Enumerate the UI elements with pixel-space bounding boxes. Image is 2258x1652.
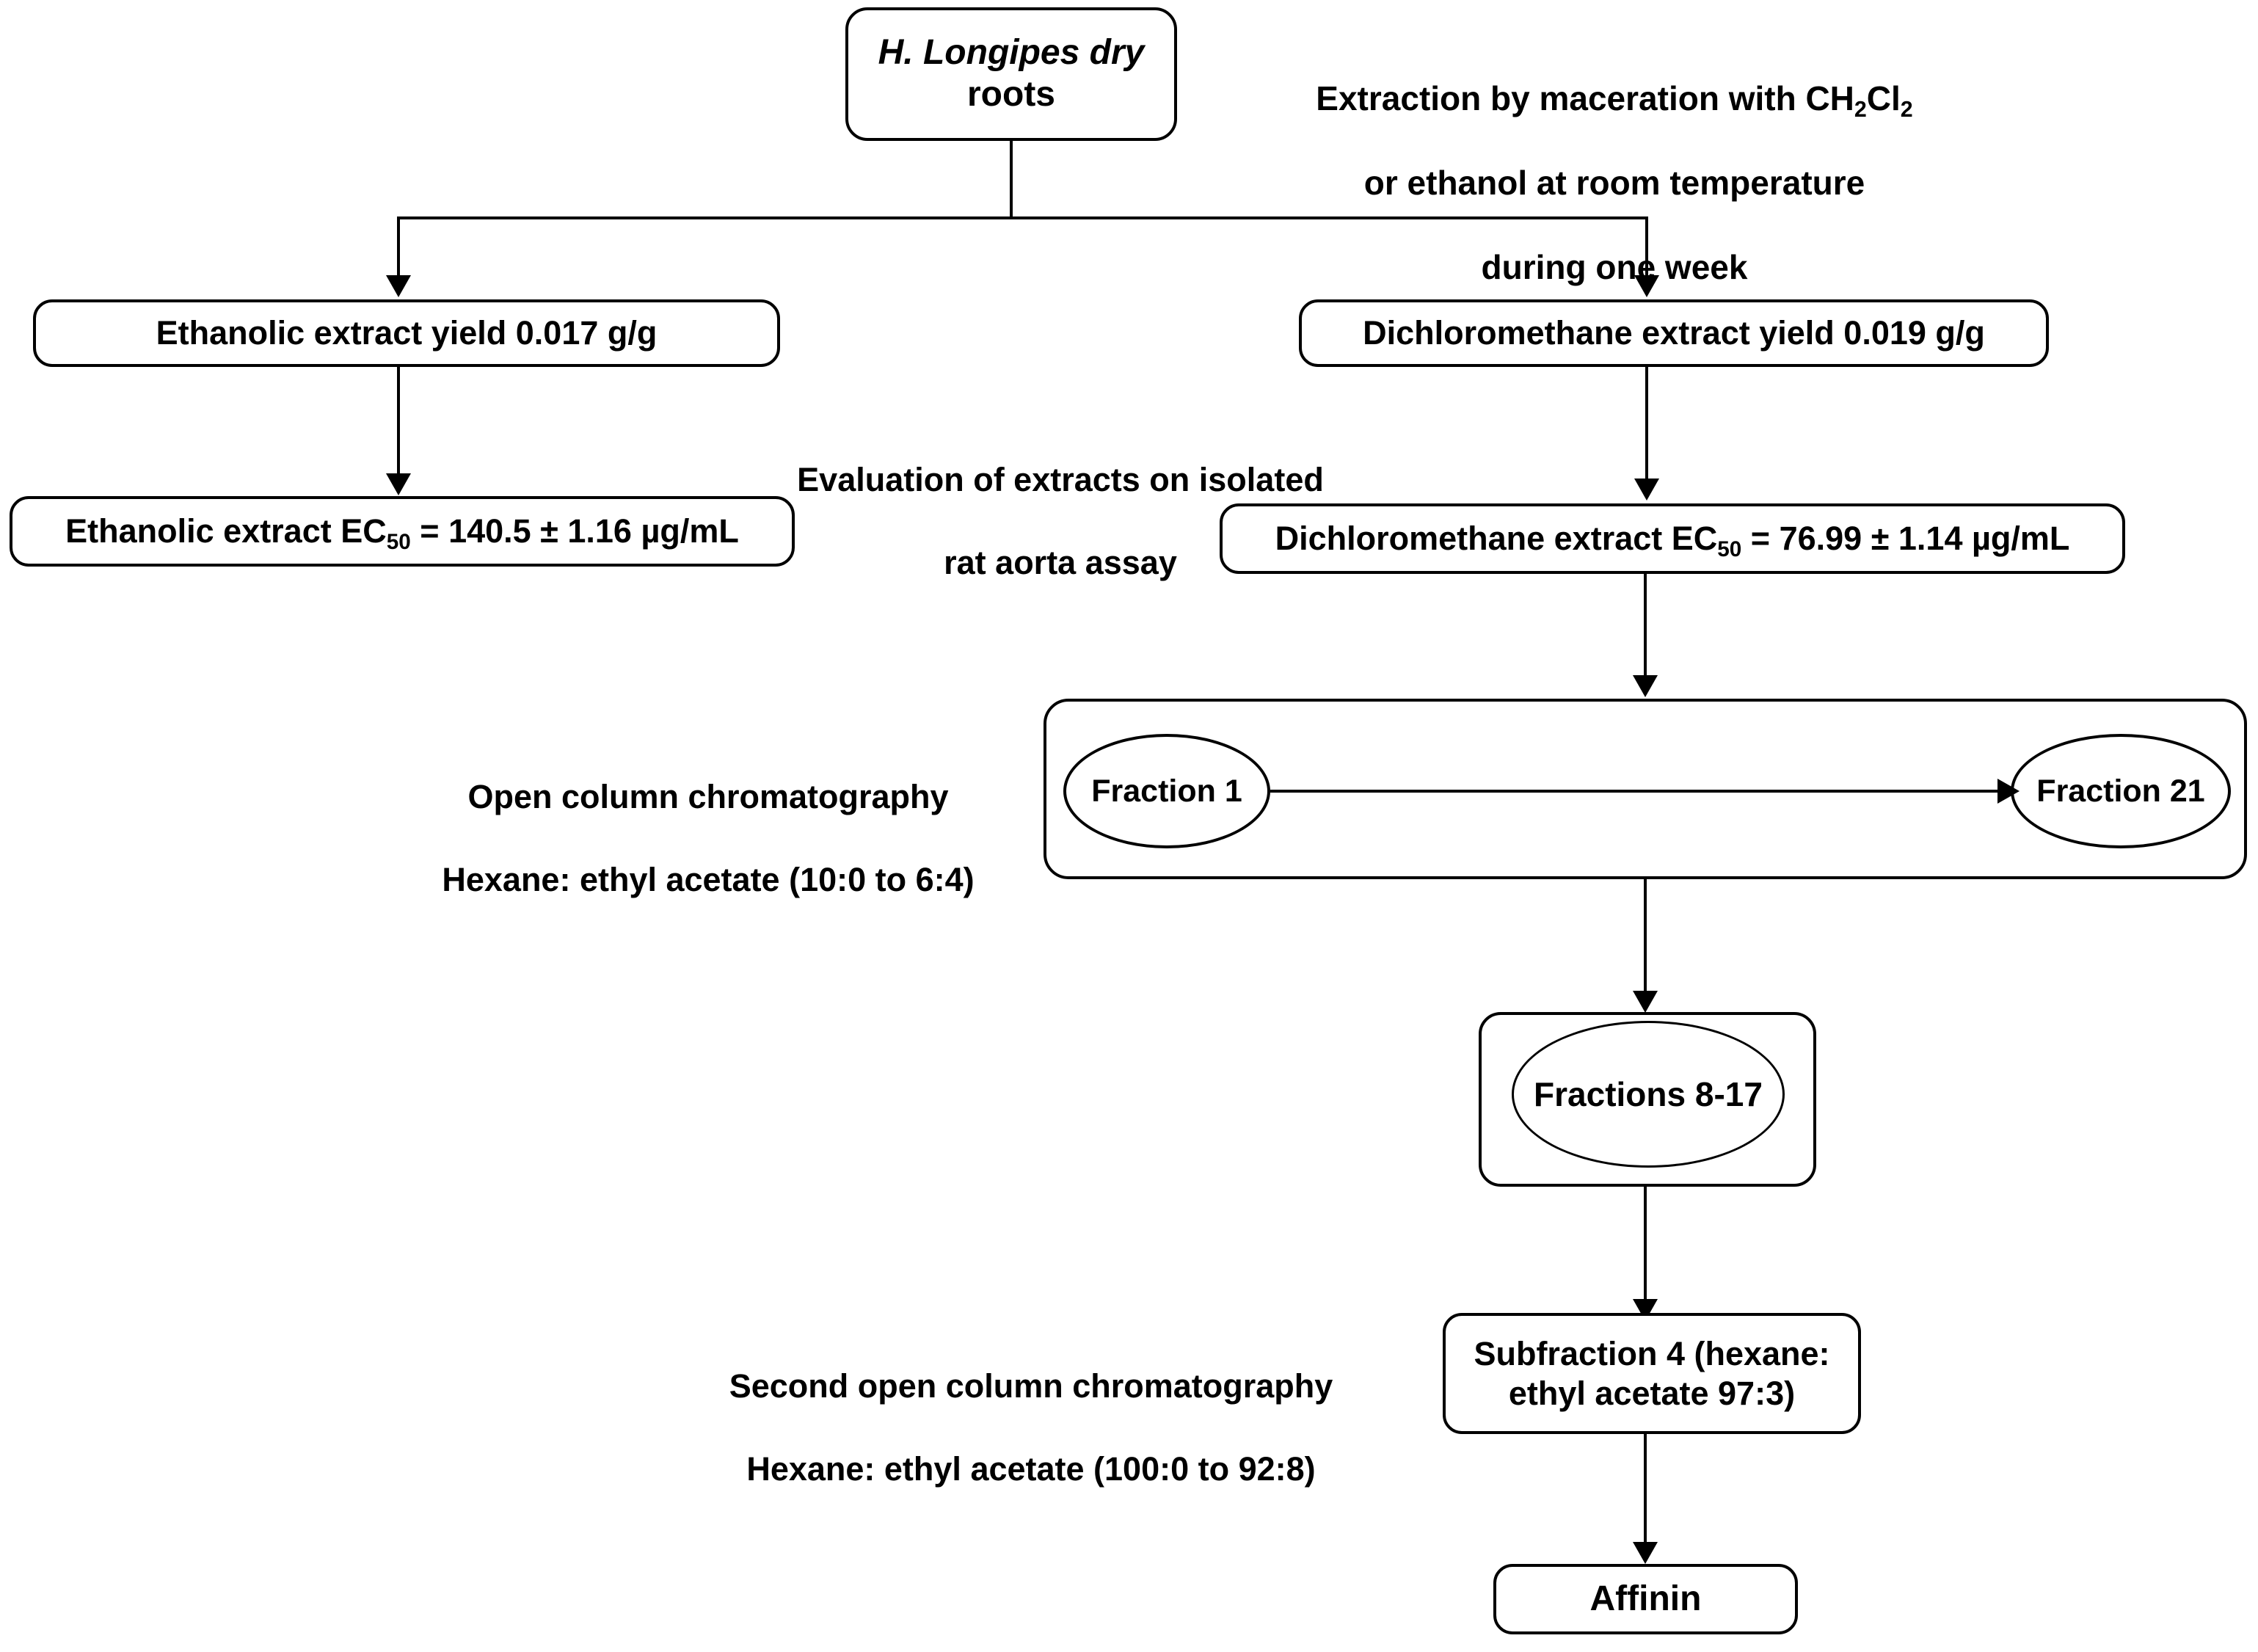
node-ethanolic-extract[interactable]: Ethanolic extract yield 0.017 g/g bbox=[33, 299, 780, 367]
node-fractions-pooled[interactable]: Fractions 8-17 bbox=[1512, 1021, 1785, 1168]
arrowhead-to-ethanolic-extract bbox=[386, 275, 411, 297]
annotation-first-column-line1: Open column chromatography bbox=[467, 778, 949, 816]
connector-ethanolic-to-ec50 bbox=[397, 367, 400, 476]
connector-fraction1-to-fraction21 bbox=[1270, 790, 2004, 793]
node-fractions-pooled-label: Fractions 8-17 bbox=[1534, 1075, 1763, 1113]
arrowhead-to-dichloromethane-ec50 bbox=[1634, 479, 1659, 501]
annotation-evaluation-assay: Evaluation of extracts on isolated rat a… bbox=[771, 418, 1350, 583]
annotation-evaluation-line2: rat aorta assay bbox=[944, 543, 1177, 581]
node-ethanolic-ec50-prefix: Ethanolic extract EC bbox=[65, 512, 387, 550]
node-fraction-1-label: Fraction 1 bbox=[1091, 773, 1242, 809]
node-ethanolic-ec50-suffix: = 140.5 ± 1.16 µg/mL bbox=[410, 512, 739, 550]
node-affinin[interactable]: Affinin bbox=[1493, 1564, 1798, 1634]
annotation-extraction-line3: during one week bbox=[1481, 247, 1748, 286]
arrowhead-to-fraction-21 bbox=[1997, 779, 2020, 804]
node-subfraction-line2: ethyl acetate 97:3) bbox=[1508, 1374, 1796, 1412]
arrowhead-to-fractions-container bbox=[1633, 675, 1658, 697]
connector-ec50-to-fractions bbox=[1644, 574, 1647, 677]
node-fraction-21[interactable]: Fraction 21 bbox=[2011, 734, 2231, 848]
connector-subfraction-to-affinin bbox=[1644, 1434, 1647, 1544]
node-fraction-21-label: Fraction 21 bbox=[2036, 773, 2205, 809]
node-dichloromethane-ec50[interactable]: Dichloromethane extract EC50 = 76.99 ± 1… bbox=[1220, 503, 2125, 574]
annotation-first-column-chromatography: Open column chromatography Hexane: ethyl… bbox=[426, 735, 991, 900]
node-roots-line1: H. Longipes dry bbox=[878, 33, 1145, 73]
node-fraction-1[interactable]: Fraction 1 bbox=[1063, 734, 1270, 848]
connector-split-left-drop bbox=[397, 216, 400, 277]
node-ethanolic-extract-label: Ethanolic extract yield 0.017 g/g bbox=[156, 314, 658, 352]
connector-split-bar bbox=[398, 216, 1648, 219]
node-ethanolic-ec50[interactable]: Ethanolic extract EC50 = 140.5 ± 1.16 µg… bbox=[10, 496, 795, 567]
annotation-second-column-line2: Hexane: ethyl acetate (100:0 to 92:8) bbox=[746, 1449, 1316, 1488]
connector-dichloromethane-to-ec50 bbox=[1645, 367, 1648, 481]
annotation-extraction-line1-a: Extraction by maceration with CH bbox=[1316, 79, 1854, 117]
annotation-extraction-sub2: 2 bbox=[1900, 97, 1913, 122]
connector-roots-stem bbox=[1010, 141, 1013, 219]
node-subfraction-line1: Subfraction 4 (hexane: bbox=[1474, 1335, 1830, 1373]
annotation-second-column-chromatography: Second open column chromatography Hexane… bbox=[704, 1325, 1358, 1490]
annotation-extraction-line1-b: Cl bbox=[1866, 79, 1901, 117]
annotation-evaluation-line1: Evaluation of extracts on isolated bbox=[797, 461, 1324, 499]
arrowhead-to-fractions-pooled bbox=[1633, 991, 1658, 1013]
arrowhead-to-dichloromethane-extract bbox=[1634, 275, 1659, 297]
annotation-extraction-sub1: 2 bbox=[1854, 97, 1867, 122]
node-roots-line2: roots bbox=[967, 75, 1055, 114]
node-dichloromethane-ec50-sub: 50 bbox=[1717, 537, 1742, 562]
node-dichloromethane-ec50-suffix: = 76.99 ± 1.14 µg/mL bbox=[1741, 520, 2070, 558]
node-subfraction-4[interactable]: Subfraction 4 (hexane: ethyl acetate 97:… bbox=[1443, 1313, 1861, 1434]
annotation-extraction-conditions: Extraction by maceration with CH2Cl2 or … bbox=[1262, 35, 1967, 288]
annotation-first-column-line2: Hexane: ethyl acetate (10:0 to 6:4) bbox=[442, 860, 975, 898]
arrowhead-to-ethanolic-ec50 bbox=[386, 473, 411, 495]
arrowhead-to-affinin bbox=[1633, 1542, 1658, 1564]
node-ethanolic-ec50-sub: 50 bbox=[386, 530, 411, 555]
node-dichloromethane-ec50-prefix: Dichloromethane extract EC bbox=[1275, 520, 1718, 558]
connector-split-right-drop bbox=[1645, 216, 1648, 277]
node-dichloromethane-extract[interactable]: Dichloromethane extract yield 0.019 g/g bbox=[1299, 299, 2049, 367]
connector-fractions-to-pooled bbox=[1644, 879, 1647, 993]
annotation-extraction-line2: or ethanol at room temperature bbox=[1363, 163, 1865, 202]
node-h-longipes-dry-roots[interactable]: H. Longipes dry roots bbox=[845, 7, 1177, 141]
annotation-second-column-line1: Second open column chromatography bbox=[729, 1367, 1333, 1405]
node-affinin-label: Affinin bbox=[1589, 1579, 1702, 1618]
node-dichloromethane-extract-label: Dichloromethane extract yield 0.019 g/g bbox=[1363, 314, 1985, 352]
connector-pooled-to-subfraction bbox=[1644, 1187, 1647, 1300]
